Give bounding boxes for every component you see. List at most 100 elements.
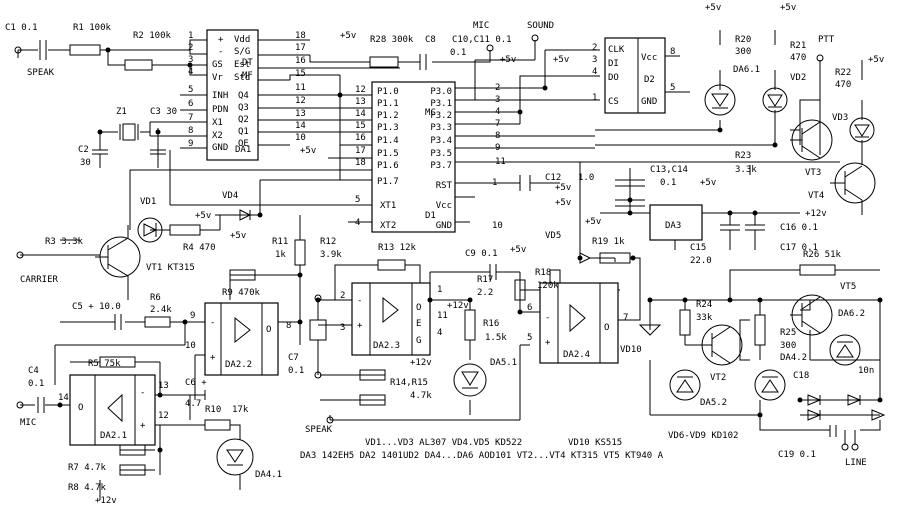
svg-text:R17: R17 <box>477 275 493 285</box>
svg-text:C17 0.1: C17 0.1 <box>780 243 818 253</box>
svg-text:+12v: +12v <box>805 209 827 219</box>
svg-text:+5v: +5v <box>700 178 716 188</box>
svg-text:CS: CS <box>608 97 619 107</box>
svg-text:12: 12 <box>295 96 306 106</box>
svg-text:Q3: Q3 <box>238 103 249 113</box>
svg-text:3.3k: 3.3k <box>735 165 757 175</box>
svg-text:R5 75k: R5 75k <box>88 359 121 369</box>
svg-text:-: - <box>218 47 223 57</box>
svg-text:DA3 142EH5 DA2 1401UD2 DA4...: DA3 142EH5 DA2 1401UD2 DA4...DA6 AOD101 … <box>300 451 664 461</box>
svg-text:+5v: +5v <box>553 55 569 65</box>
svg-text:1k: 1k <box>275 250 286 260</box>
svg-text:P3.1: P3.1 <box>430 99 452 109</box>
svg-text:5: 5 <box>670 83 675 93</box>
svg-text:14: 14 <box>58 393 69 403</box>
svg-text:R9 470k: R9 470k <box>222 288 261 298</box>
svg-text:4: 4 <box>355 218 360 228</box>
svg-text:+12v: +12v <box>447 301 469 311</box>
led-da42 <box>754 369 786 401</box>
svg-text:DA2.4: DA2.4 <box>563 350 590 360</box>
svg-text:300: 300 <box>780 341 796 351</box>
transistor-vt4 <box>830 162 876 204</box>
transistor-vt3 <box>790 119 833 161</box>
svg-text:Q4: Q4 <box>238 91 249 101</box>
svg-text:C8: C8 <box>425 35 436 45</box>
svg-text:CARRIER: CARRIER <box>20 275 59 285</box>
svg-text:DI: DI <box>608 59 619 69</box>
svg-text:2: 2 <box>592 43 597 53</box>
svg-text:11: 11 <box>495 157 506 167</box>
svg-text:VT5: VT5 <box>840 282 856 292</box>
svg-text:12: 12 <box>158 411 169 421</box>
svg-text:+5v: +5v <box>500 55 516 65</box>
svg-text:R24: R24 <box>696 300 712 310</box>
svg-text:+5v: +5v <box>585 217 601 227</box>
svg-text:P1.1: P1.1 <box>377 99 399 109</box>
svg-text:S/G: S/G <box>234 47 250 57</box>
chip-da1: DT MF DA1 + - GS Vr INH PDN X1 X2 GND Vd… <box>206 29 259 161</box>
svg-text:0.1: 0.1 <box>28 379 44 389</box>
svg-text:2: 2 <box>340 291 345 301</box>
svg-text:C9 0.1: C9 0.1 <box>465 249 498 259</box>
svg-text:Vdd: Vdd <box>234 35 250 45</box>
transistor-vt5 <box>790 294 833 336</box>
opamp-da24: - + O DA2.4 <box>539 282 619 364</box>
svg-text:470: 470 <box>790 53 806 63</box>
svg-text:7: 7 <box>623 313 628 323</box>
svg-text:Q1: Q1 <box>238 127 249 137</box>
svg-text:C12: C12 <box>545 173 561 183</box>
chip-d1-mc: MC D1 P1.0 P1.1 P1.2 P1.3 P1.4 P1.5 P1.6… <box>371 81 456 233</box>
svg-text:0.1: 0.1 <box>660 178 676 188</box>
svg-text:DA1: DA1 <box>235 145 251 155</box>
svg-text:33k: 33k <box>696 313 713 323</box>
svg-text:P3.2: P3.2 <box>430 111 452 121</box>
svg-text:P3.0: P3.0 <box>430 87 452 97</box>
svg-text:C15: C15 <box>690 243 706 253</box>
svg-text:R4 470: R4 470 <box>183 243 216 253</box>
svg-text:7: 7 <box>495 119 500 129</box>
svg-text:R1 100k: R1 100k <box>73 23 112 33</box>
svg-text:VD10 KS515: VD10 KS515 <box>568 438 622 448</box>
svg-text:5: 5 <box>527 333 532 343</box>
svg-text:3: 3 <box>495 95 500 105</box>
svg-text:Vcc: Vcc <box>641 53 657 63</box>
opamp-da22: - + O DA2.2 <box>204 302 279 376</box>
svg-text:CLK: CLK <box>608 45 625 55</box>
svg-text:C1 0.1: C1 0.1 <box>5 23 38 33</box>
svg-text:+: + <box>218 35 224 45</box>
svg-text:4: 4 <box>188 67 193 77</box>
svg-text:GS: GS <box>212 60 223 70</box>
svg-text:DA4.1: DA4.1 <box>255 470 282 480</box>
svg-text:+12v: +12v <box>95 496 117 506</box>
svg-text:MF: MF <box>242 71 253 81</box>
svg-text:-: - <box>545 313 550 323</box>
svg-text:16: 16 <box>295 56 306 66</box>
svg-text:C4: C4 <box>28 366 39 376</box>
svg-text:1.0: 1.0 <box>578 173 594 183</box>
svg-text:DA6.2: DA6.2 <box>838 309 865 319</box>
svg-text:R28 300k: R28 300k <box>370 35 414 45</box>
svg-text:DA5.1: DA5.1 <box>490 358 517 368</box>
svg-text:PTT: PTT <box>818 35 835 45</box>
svg-text:4: 4 <box>437 328 442 338</box>
svg-text:R6: R6 <box>150 293 161 303</box>
led-da62 <box>829 334 861 366</box>
svg-text:VT3: VT3 <box>805 168 821 178</box>
svg-text:6: 6 <box>527 303 532 313</box>
svg-text:LINE: LINE <box>845 458 867 468</box>
svg-text:0.1: 0.1 <box>288 366 304 376</box>
legend: VD1...VD3 AL307 VD4.VD5 KD522 VD10 KS515… <box>300 438 664 461</box>
svg-text:DA2.1: DA2.1 <box>100 431 127 441</box>
svg-text:X2: X2 <box>212 131 223 141</box>
svg-text:3: 3 <box>592 55 597 65</box>
svg-text:R13 12k: R13 12k <box>378 243 417 253</box>
svg-text:14: 14 <box>355 109 366 119</box>
svg-text:+5v: +5v <box>705 3 721 13</box>
svg-text:VD3: VD3 <box>832 113 848 123</box>
svg-text:DA5.2: DA5.2 <box>700 398 727 408</box>
svg-text:3: 3 <box>188 55 193 65</box>
svg-text:R23: R23 <box>735 151 751 161</box>
led-vd3 <box>849 117 875 143</box>
svg-text:Q2: Q2 <box>238 115 249 125</box>
